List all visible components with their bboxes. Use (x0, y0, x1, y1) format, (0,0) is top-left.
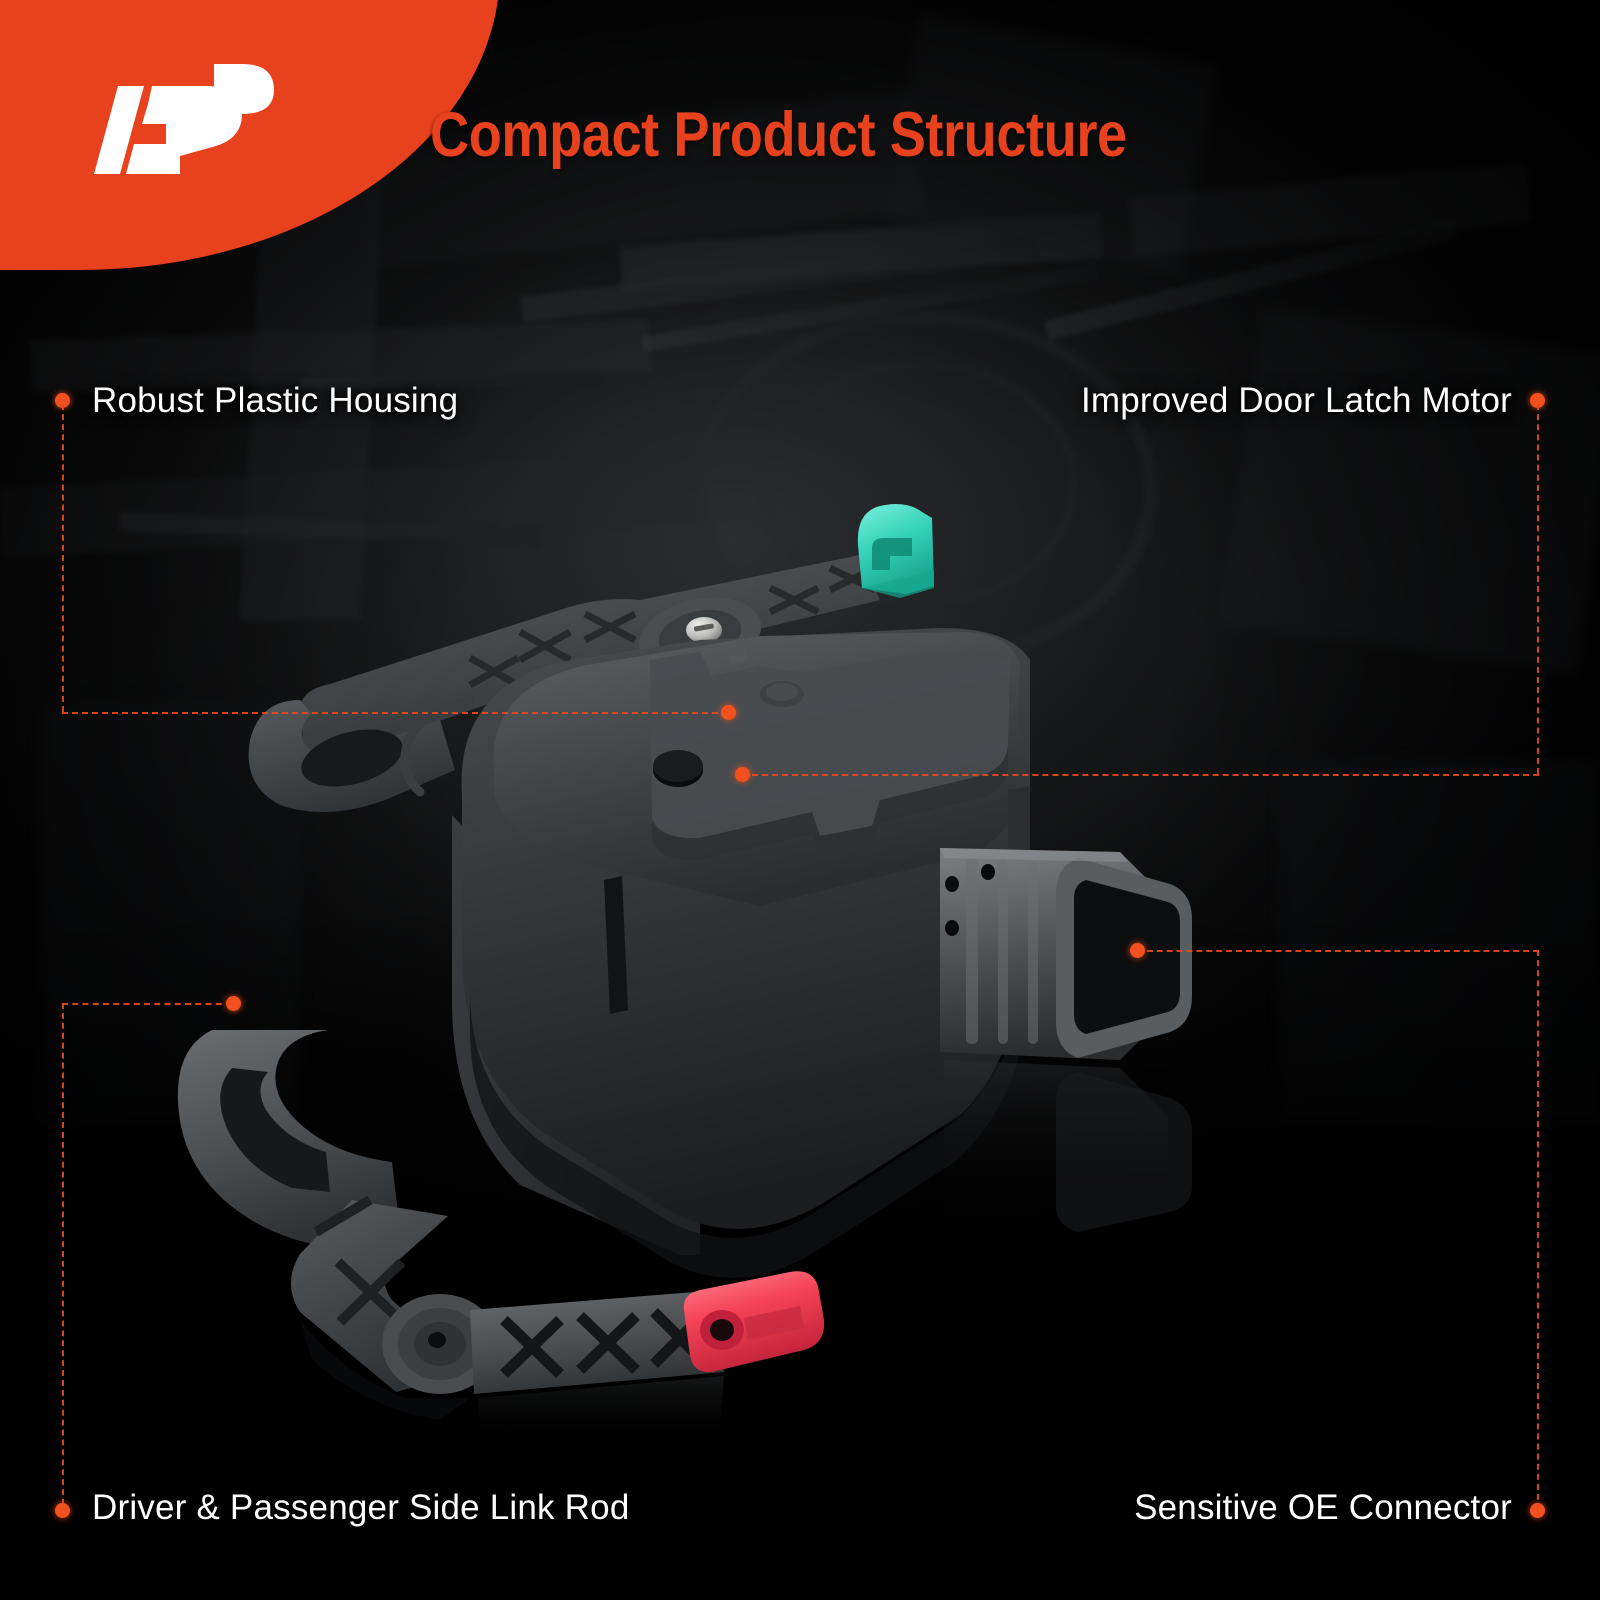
callout-leader-horizontal (62, 712, 728, 714)
callout-target-dot (721, 705, 736, 720)
callout-marker-dot (1530, 393, 1545, 408)
callout-marker-dot (55, 1503, 70, 1518)
callout-leader-horizontal (62, 1003, 232, 1005)
callout-leader-vertical (62, 404, 64, 712)
callout-target-dot (735, 767, 750, 782)
callout-label-sensitive-oe-connector: Sensitive OE Connector (1134, 1488, 1512, 1527)
hp-arrow-logo-icon (94, 64, 274, 174)
callout-target-dot (226, 996, 241, 1011)
callout-label-driver-passenger-side-link-rod: Driver & Passenger Side Link Rod (92, 1488, 630, 1527)
callout-label-improved-door-latch-motor: Improved Door Latch Motor (1080, 381, 1512, 420)
callout-leader-horizontal (1137, 950, 1539, 952)
callout-label-robust-plastic-housing: Robust Plastic Housing (92, 381, 459, 420)
callout-marker-dot (1530, 1503, 1545, 1518)
callout-leader-horizontal (742, 774, 1539, 776)
page-title: Compact Product Structure (430, 100, 1127, 170)
callout-marker-dot (55, 393, 70, 408)
callout-leader-vertical (62, 1003, 64, 1505)
callout-target-dot (1130, 943, 1145, 958)
callout-leader-vertical (1537, 950, 1539, 1510)
callout-leader-vertical (1537, 404, 1539, 774)
